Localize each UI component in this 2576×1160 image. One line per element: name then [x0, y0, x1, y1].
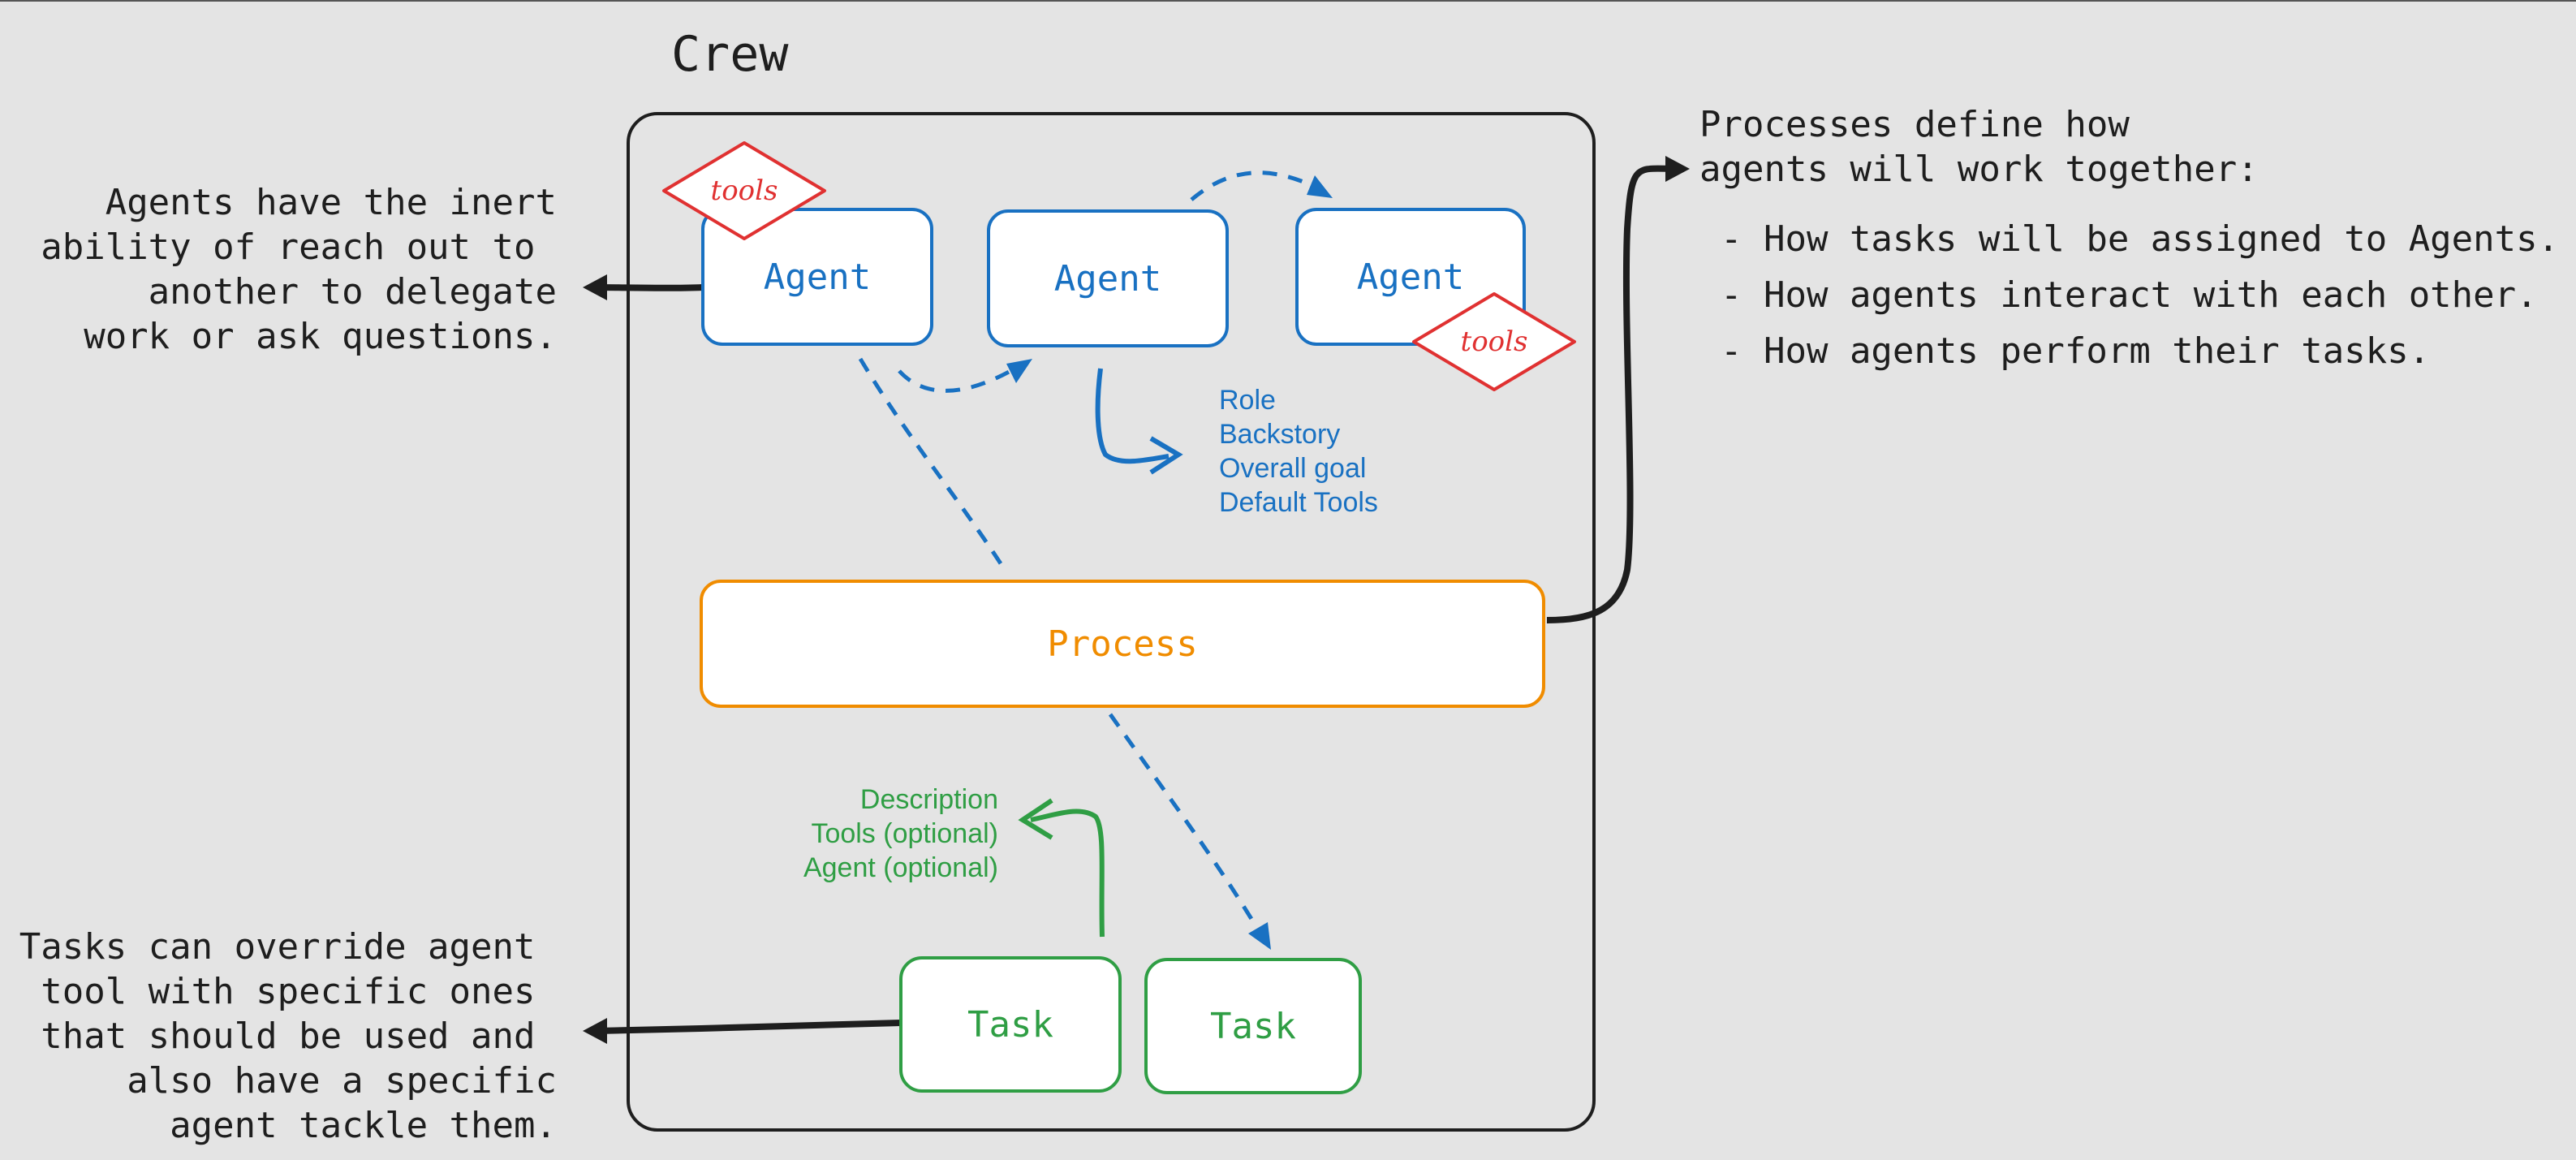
agent-attribute: Overall goal	[1219, 453, 1367, 484]
agent-box-2[interactable]: Agent	[987, 209, 1229, 347]
crew-frame	[627, 112, 1596, 1132]
agents-note: Agents have the inert ability of reach o…	[41, 182, 557, 357]
agent-label: Agent	[763, 256, 872, 298]
process-note-list: - How tasks will be assigned to Agents. …	[1721, 211, 2559, 379]
process-to-task-arrow	[1108, 713, 1271, 950]
agent-label: Agent	[1356, 256, 1465, 298]
process-note-item: - How tasks will be assigned to Agents.	[1721, 218, 2560, 260]
task-attributes-arrow	[1018, 798, 1105, 938]
tools-label: tools	[710, 175, 778, 207]
process-note-item: - How agents interact with each other.	[1721, 274, 2538, 316]
diamond-shape	[1412, 292, 1576, 391]
agent-attributes-arrow	[1095, 368, 1183, 475]
process-to-note-arrow	[1546, 156, 1690, 623]
tools-badge-2: tools	[1409, 289, 1579, 395]
agent-attributes-list: Role Backstory Overall goal Default Tool…	[1219, 383, 1378, 520]
task-to-note-arrow	[583, 1018, 902, 1044]
process-box[interactable]: Process	[700, 580, 1545, 708]
agent-label: Agent	[1053, 257, 1162, 300]
task-attribute: Tools (optional)	[811, 818, 998, 849]
agent-attribute: Role	[1219, 385, 1276, 416]
task-label: Task	[967, 1003, 1053, 1046]
task-attribute: Agent (optional)	[803, 852, 998, 883]
diamond-shape	[662, 141, 826, 240]
task-label: Task	[1210, 1005, 1296, 1047]
task-attributes-list: Description Tools (optional) Agent (opti…	[730, 783, 998, 885]
agent-to-process-link	[858, 357, 1007, 571]
process-note-title: Processes define how agents will work to…	[1699, 104, 2259, 190]
process-note-item: - How agents perform their tasks.	[1721, 330, 2431, 372]
task-box-1[interactable]: Task	[899, 956, 1122, 1093]
task-box-2[interactable]: Task	[1144, 958, 1362, 1094]
agent-attribute: Backstory	[1219, 419, 1341, 450]
tools-badge-1: tools	[659, 138, 829, 244]
task-attribute: Description	[859, 784, 998, 815]
crew-title: Crew	[671, 26, 789, 83]
tools-label: tools	[1460, 326, 1528, 358]
delegation-arrow-1-2	[898, 359, 1032, 393]
agent-attribute: Default Tools	[1219, 487, 1378, 518]
agent-box-1[interactable]: Agent	[701, 208, 933, 346]
agent-to-note-arrow	[583, 274, 704, 300]
delegation-arrow-2-3	[1190, 170, 1333, 201]
tasks-note: Tasks can override agent tool with speci…	[19, 926, 557, 1146]
process-label: Process	[1047, 623, 1198, 665]
